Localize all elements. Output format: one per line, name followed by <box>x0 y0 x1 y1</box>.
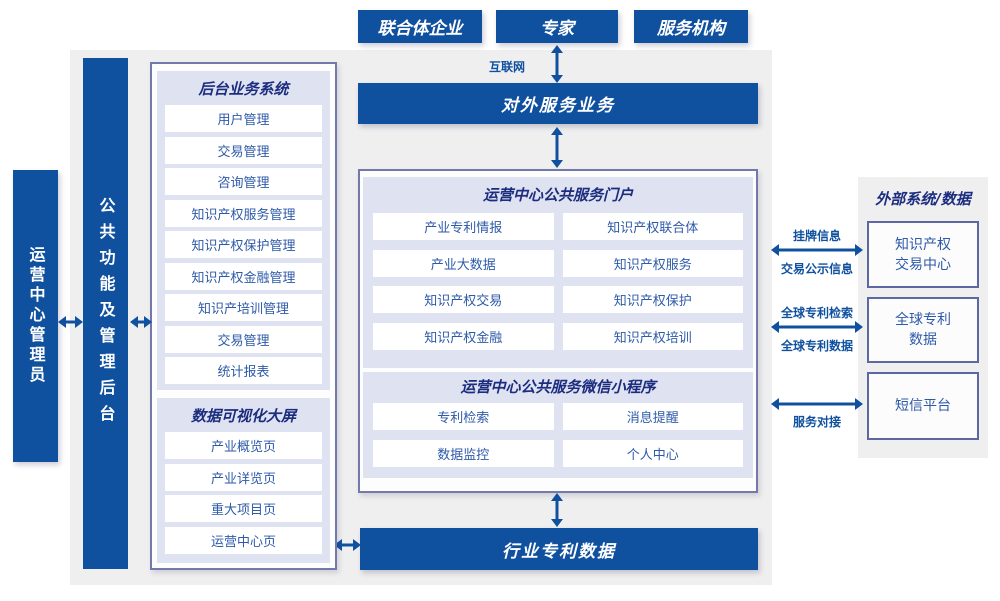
mini-program-item: 消息提醒 <box>562 403 743 430</box>
backend-system-item: 用户管理 <box>165 105 322 132</box>
portal-item: 产业大数据 <box>373 249 554 277</box>
backend-system-item: 知识产权保护管理 <box>165 231 322 258</box>
external-service-bar: 对外服务业务 <box>358 83 758 124</box>
arrow-backend-container-icon <box>130 314 152 329</box>
external-systems-title: 外部系统/数据 <box>875 190 971 208</box>
mini-program-title: 运营中心公共服务微信小程序 <box>460 378 656 396</box>
external-system-box-sms-platform: 短信平台 <box>867 372 979 440</box>
portal-item: 知识产权培训 <box>562 322 743 350</box>
arrow-dashboard-industry-icon <box>334 538 361 552</box>
backend-system-items: 用户管理 交易管理 咨询管理 知识产权服务管理 知识产权保护管理 知识产权金融管… <box>157 99 330 390</box>
dashboard-panel: 数据可视化大屏 产业概览页 产业详览页 重大项目页 运营中心页 <box>157 398 330 563</box>
external-system-box-line: 交易中心 <box>895 256 951 273</box>
global-patent-data-label: 全球专利数据 <box>780 339 853 353</box>
mini-program-panel: 运营中心公共服务微信小程序 专利检索 消息提醒 数据监控 个人中心 <box>363 372 753 478</box>
listing-info-label: 挂牌信息 <box>792 229 841 243</box>
dashboard-item: 重大项目页 <box>165 495 322 522</box>
backend-system-item: 交易管理 <box>165 136 322 164</box>
backend-system-item: 统计报表 <box>165 357 322 384</box>
portal-item: 知识产权金融 <box>373 322 554 350</box>
backend-system-panel: 后台业务系统 用户管理 交易管理 咨询管理 知识产权服务管理 知识产权保护管理 … <box>157 71 330 390</box>
backend-system-item: 咨询管理 <box>165 168 322 195</box>
portal-item: 知识产权保护 <box>562 286 743 313</box>
arrow-service-portal-icon <box>549 127 565 168</box>
external-system-box-line: 知识产权 <box>895 236 951 253</box>
dashboard-items: 产业概览页 产业详览页 重大项目页 运营中心页 <box>157 426 330 562</box>
actor-box-service-org: 服务机构 <box>634 10 748 43</box>
arrow-ip-trade-center-icon <box>771 243 863 257</box>
portal-item: 知识产权交易 <box>373 286 554 313</box>
mini-program-item: 专利检索 <box>373 403 554 430</box>
portal-item: 产业专利情报 <box>373 213 554 240</box>
arrow-miniprogram-industry-icon <box>549 493 565 527</box>
portal-item: 知识产权服务 <box>562 249 743 277</box>
external-system-box-line: 短信平台 <box>895 398 951 414</box>
backend-system-item: 知识产权服务管理 <box>165 199 322 227</box>
industry-patent-data-bar: 行业专利数据 <box>360 528 758 570</box>
dashboard-title: 数据可视化大屏 <box>190 407 296 425</box>
service-docking-label: 服务对接 <box>792 415 841 429</box>
dashboard-item: 运营中心页 <box>165 526 322 554</box>
external-system-box-ip-trade-center: 知识产权 交易中心 <box>867 221 979 288</box>
backend-system-item: 交易管理 <box>165 325 322 353</box>
actor-box-consortium: 联合体企业 <box>358 10 482 43</box>
admin-vertical-box: 运营中心管理员 <box>13 170 58 462</box>
arrow-internet-icon <box>549 45 565 83</box>
backend-system-item: 知识产权金融管理 <box>165 262 322 290</box>
dashboard-item: 产业概览页 <box>165 432 322 459</box>
arrow-global-patent-icon <box>771 320 863 334</box>
actor-box-expert: 专家 <box>496 10 618 43</box>
arrow-admin-backend-icon <box>58 314 83 329</box>
portal-item: 知识产权联合体 <box>562 213 743 240</box>
mini-program-item: 个人中心 <box>562 439 743 467</box>
arrow-sms-platform-icon <box>771 397 863 411</box>
backend-system-item: 知识产培训管理 <box>165 294 322 321</box>
external-system-box-line: 全球专利 <box>895 312 951 328</box>
external-system-box-global-patent-data: 全球专利 数据 <box>867 297 979 363</box>
dashboard-item: 产业详览页 <box>165 463 322 491</box>
backend-system-title: 后台业务系统 <box>198 80 289 98</box>
external-system-box-line: 数据 <box>909 332 937 348</box>
portal-panel: 运营中心公共服务门户 产业专利情报 知识产权联合体 产业大数据 知识产权服务 知… <box>363 177 753 368</box>
mini-program-items: 专利检索 消息提醒 数据监控 个人中心 <box>363 397 753 477</box>
internet-label: 互联网 <box>488 60 525 74</box>
portal-items: 产业专利情报 知识产权联合体 产业大数据 知识产权服务 知识产权交易 知识产权保… <box>363 205 753 360</box>
mini-program-item: 数据监控 <box>373 439 554 467</box>
trade-publicity-label: 交易公示信息 <box>780 262 853 276</box>
portal-title: 运营中心公共服务门户 <box>482 186 633 204</box>
global-patent-search-label: 全球专利检索 <box>780 306 853 320</box>
public-functions-bar: 公共功能及管理后台 <box>83 58 128 569</box>
